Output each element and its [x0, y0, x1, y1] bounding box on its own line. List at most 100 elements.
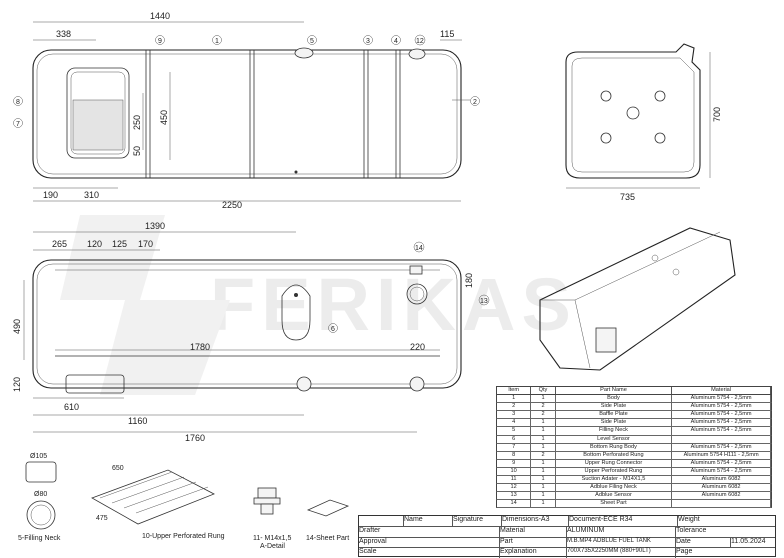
- bom-cell: [672, 435, 772, 443]
- detail-sheet-part: 14-Sheet Part: [306, 499, 349, 542]
- bom-cell: 1: [531, 395, 556, 403]
- bom-cell: 1: [531, 443, 556, 451]
- bom-cell: 1: [531, 427, 556, 435]
- dim-250: 250: [132, 115, 142, 130]
- balloon-8: 8: [16, 99, 20, 106]
- bom-cell: 1: [531, 459, 556, 467]
- dim-125: 125: [112, 239, 127, 249]
- tb-material-label: Material: [500, 527, 567, 537]
- rung-label: 10-Upper Perforated Rung: [142, 533, 225, 540]
- top-view-dimensions: 1440 338 115 250 450 50 190 310 2250: [33, 11, 462, 210]
- dim-180: 180: [464, 273, 474, 288]
- bom-cell: Upper Perforated Rung: [556, 467, 673, 476]
- bom-cell: [672, 500, 772, 508]
- bom-cell: Side Plate: [556, 403, 673, 411]
- bom-cell: Aluminum 5754 H111 - 2,5mm: [672, 451, 772, 459]
- dim-610: 610: [64, 402, 79, 412]
- a-detail-label2: A-Detail: [260, 543, 285, 550]
- tb-approval: Approval: [359, 538, 500, 547]
- end-view: 700 735: [565, 43, 722, 202]
- top-view-balloons: 1 2 3 4 5 7 8 9 12: [13, 34, 480, 128]
- bom-cell: Level Sensor: [556, 435, 673, 443]
- dim-1760: 1760: [185, 433, 205, 443]
- bom-cell: 1: [531, 467, 556, 476]
- filling-neck-dim1: Ø105: [30, 453, 47, 460]
- bom-cell: Baffle Plate: [556, 411, 673, 419]
- isometric-view: [539, 227, 736, 371]
- bom-cell: 8: [497, 451, 532, 459]
- bom-cell: 1: [531, 435, 556, 443]
- bom-header-cell: Qty: [531, 387, 556, 395]
- bom-cell: Aluminum 6082: [672, 492, 772, 500]
- bom-cell: 13: [497, 492, 532, 500]
- rung-dim-475: 475: [96, 515, 108, 522]
- dim-338: 338: [56, 29, 71, 39]
- tb-explanation: Explanation: [500, 548, 567, 558]
- tb-date-label: Date: [676, 538, 731, 547]
- dim-735: 735: [620, 192, 635, 202]
- tb-part-value: M.B.MP4 ADBLUE FUEL TANK: [567, 538, 676, 547]
- bom-cell: Adblue Filing Neck: [556, 484, 673, 492]
- bom-cell: 3: [497, 411, 532, 419]
- bom-cell: 7: [497, 443, 532, 451]
- bom-cell: Bottom Rung Body: [556, 443, 673, 451]
- bom-cell: 5: [497, 427, 532, 435]
- front-view: [32, 259, 462, 394]
- bom-cell: Side Plate: [556, 419, 673, 427]
- bom-cell: 4: [497, 419, 532, 427]
- bom-header-cell: Part Name: [556, 387, 673, 395]
- balloon-3: 3: [366, 38, 370, 45]
- a-detail-label1: 11- M14x1,5: [253, 535, 291, 542]
- bom-cell: Aluminum 5754 - 2,5mm: [672, 443, 772, 451]
- bom-cell: Aluminum 5754 - 2,5mm: [672, 467, 772, 476]
- bom-cell: 6: [497, 435, 532, 443]
- bom-cell: Filling Neck: [556, 427, 673, 435]
- dim-50: 50: [132, 146, 142, 156]
- balloon-6: 6: [331, 326, 335, 333]
- balloon-9: 9: [158, 38, 162, 45]
- top-view: [32, 47, 470, 179]
- dim-190: 190: [43, 190, 58, 200]
- bom-cell: Adblue Sensor: [556, 492, 673, 500]
- tb-explanation-value: 700X735X2250MM (880+90LT): [567, 548, 676, 558]
- bom-cell: Aluminum 5754 - 2,5mm: [672, 419, 772, 427]
- bom-cell: 11: [497, 476, 532, 484]
- dim-1440: 1440: [150, 11, 170, 21]
- dim-1160: 1160: [128, 416, 147, 426]
- dim-1390: 1390: [145, 221, 165, 231]
- bom-cell: Aluminum 5754 - 2,5mm: [672, 403, 772, 411]
- bom-cell: 12: [497, 484, 532, 492]
- bom-header-cell: Item: [497, 387, 532, 395]
- dim-265: 265: [52, 239, 67, 249]
- dim-115: 115: [440, 29, 454, 39]
- bom-cell: 1: [531, 484, 556, 492]
- tb-page: Page: [676, 548, 693, 555]
- bom-cell: Aluminum 5754 - 2,5mm: [672, 395, 772, 403]
- bom-cell: 2: [531, 451, 556, 459]
- balloon-5: 5: [310, 38, 314, 45]
- balloon-12: 12: [416, 38, 424, 45]
- front-view-dimensions: 1390 265 120 125 170 180 490 1780 220 12…: [12, 221, 474, 443]
- dim-170: 170: [138, 239, 153, 249]
- bom-cell: Upper Rung Connector: [556, 459, 673, 467]
- bom-header-cell: Material: [672, 387, 772, 395]
- tb-tolerance: Tolerance: [676, 527, 707, 534]
- detail-a: 11- M14x1,5 A-Detail: [253, 487, 291, 550]
- tb-document: Document-ECE R34: [569, 516, 678, 526]
- balloon-7: 7: [16, 121, 20, 128]
- tb-drafter: Drafter: [359, 527, 500, 537]
- bom-cell: 2: [531, 403, 556, 411]
- bom-cell: Aluminum 6082: [672, 476, 772, 484]
- bom-cell: Aluminum 5754 - 2,5mm: [672, 459, 772, 467]
- bom-cell: 2: [497, 403, 532, 411]
